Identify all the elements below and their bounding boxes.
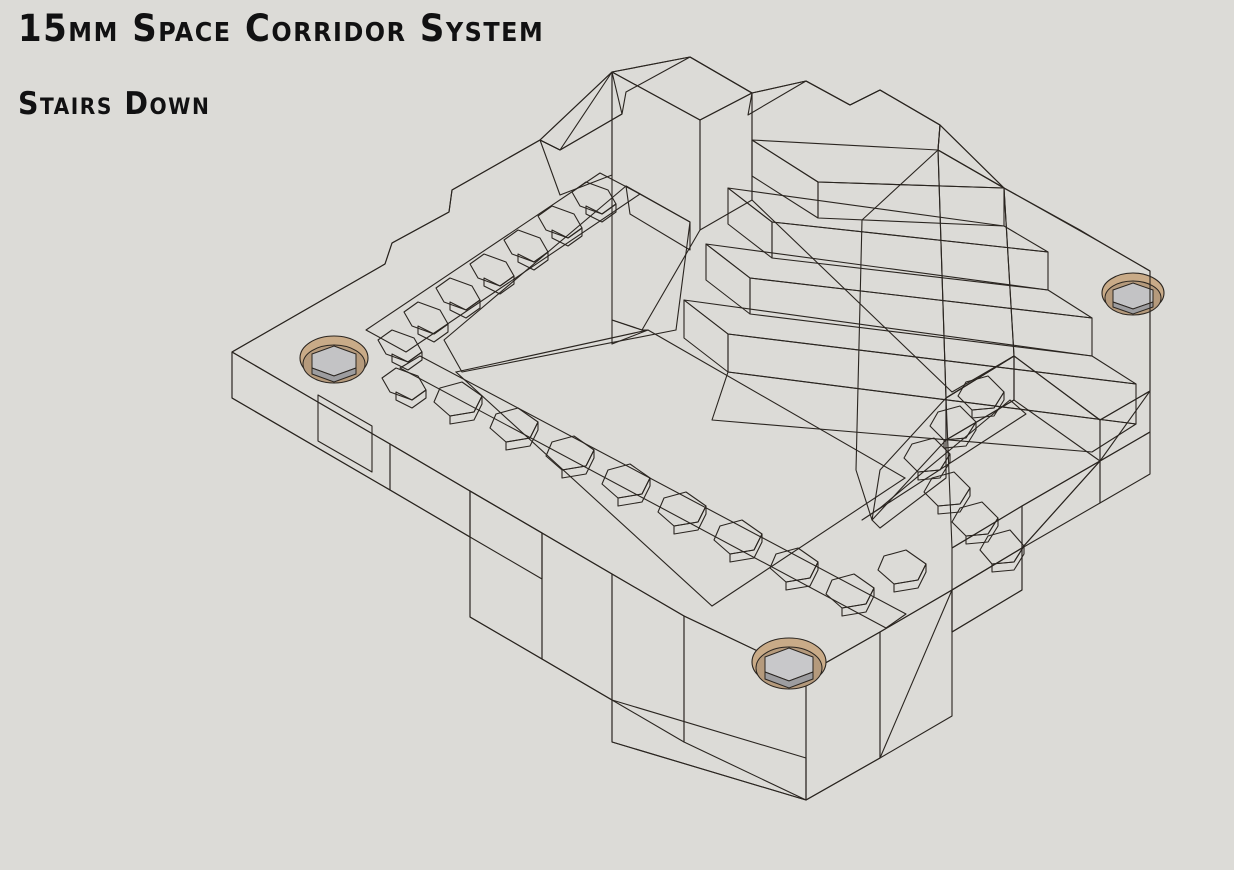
hex-tile [825, 573, 875, 617]
title-block: 15mm Space Corridor System Stairs Down [18, 10, 543, 120]
hex-tile [713, 519, 763, 563]
hex-tile [503, 229, 549, 271]
hex-tile-run-right [861, 375, 1027, 573]
hex-tile-run-bottom [399, 355, 927, 629]
hex-tile [923, 471, 971, 515]
hex-tile [469, 253, 515, 295]
hex-bolt-right [1101, 272, 1165, 316]
inner-recess-walls [443, 185, 691, 373]
hex-tile [489, 407, 539, 451]
central-opening [454, 329, 907, 607]
hex-tile [377, 329, 423, 371]
hex-tile [571, 181, 617, 223]
ramp-wall-left [539, 56, 753, 345]
hex-tile [537, 205, 583, 247]
hex-tile [657, 491, 707, 535]
hex-tile [903, 437, 951, 481]
hex-tile [769, 547, 819, 591]
hex-tile [433, 381, 483, 425]
hex-tile [381, 367, 427, 409]
hex-tile [403, 301, 449, 343]
hex-tile [601, 463, 651, 507]
hex-bolt-left [299, 335, 369, 384]
page-subtitle: Stairs Down [18, 86, 211, 122]
hex-tile [957, 375, 1005, 419]
hex-tile [877, 549, 927, 593]
ramp-wall-right [855, 124, 1015, 529]
hex-tile [435, 277, 481, 319]
hex-tile [951, 501, 999, 545]
page-title: 15mm Space Corridor System [18, 7, 545, 50]
hex-tile-run-upper-left [365, 172, 641, 409]
hex-tile [979, 529, 1025, 573]
hex-bolt-bottom [751, 637, 827, 690]
hex-tile [545, 435, 595, 479]
